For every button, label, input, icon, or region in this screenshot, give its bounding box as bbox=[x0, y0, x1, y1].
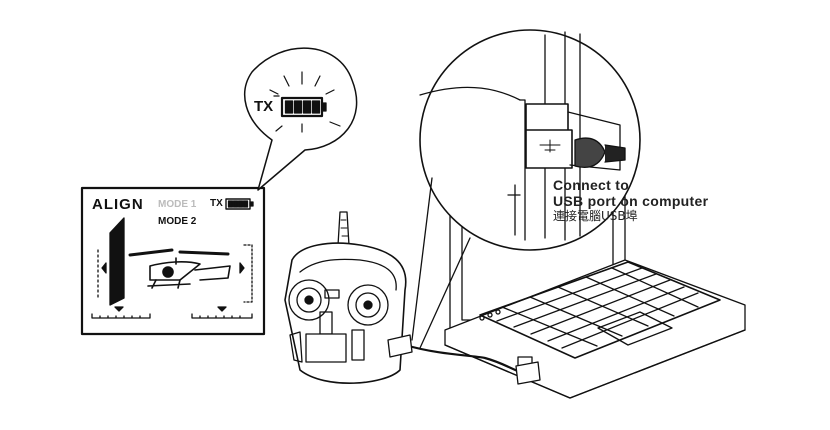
lcd-panel bbox=[80, 186, 266, 336]
throttle-bar bbox=[109, 217, 125, 306]
callout-line-2: USB port on computer bbox=[553, 193, 709, 209]
battery-bubble bbox=[244, 47, 358, 191]
callout-note: Connect to USB port on computer 連接電腦USB埠 bbox=[553, 178, 708, 222]
lcd-mode1-label: MODE 1 bbox=[158, 199, 197, 210]
callout-line-1: Connect to bbox=[553, 177, 630, 193]
right-stick-gimbal bbox=[347, 284, 389, 326]
lcd-tx-label: TX bbox=[210, 198, 223, 209]
lcd-brand-logo: ALIGN bbox=[92, 196, 144, 213]
callout-line-3: 連接電腦USB埠 bbox=[553, 209, 638, 223]
left-stick-gimbal bbox=[288, 279, 330, 321]
laptop-touchpad bbox=[597, 311, 673, 346]
usb-cable bbox=[403, 343, 522, 374]
usb-plug-zoom bbox=[525, 103, 626, 171]
transmitter-lcd bbox=[305, 333, 347, 363]
transmitter bbox=[284, 211, 541, 385]
blink-rays-icon bbox=[269, 71, 341, 133]
bubble-tx-label: TX bbox=[254, 98, 274, 115]
lcd-mode2-label: MODE 2 bbox=[158, 216, 197, 227]
laptop-keyboard bbox=[479, 261, 721, 359]
zoom-circle bbox=[419, 29, 641, 251]
helicopter-icon bbox=[128, 248, 231, 289]
